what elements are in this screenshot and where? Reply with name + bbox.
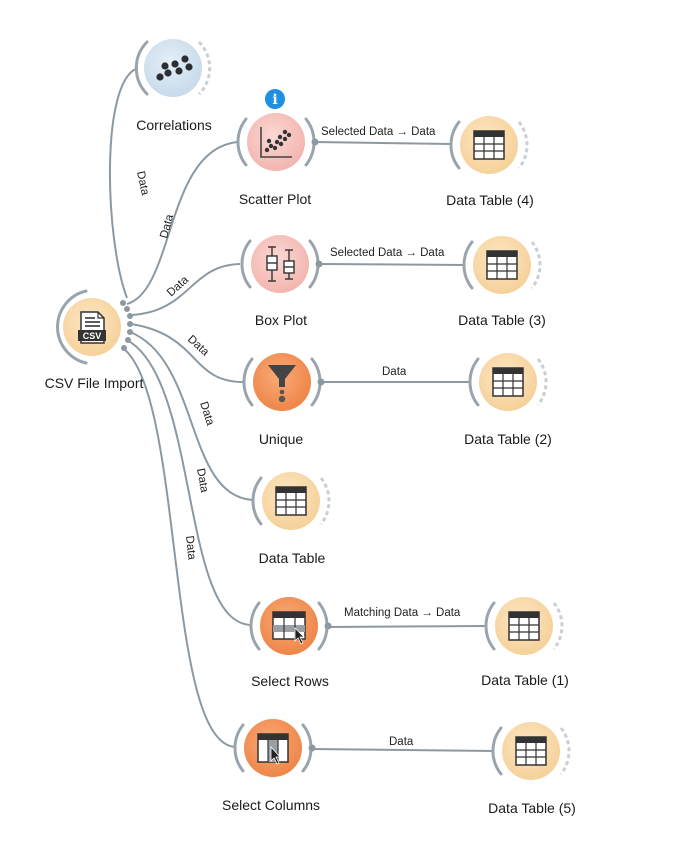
node-title-data-table[interactable]: Data Table bbox=[258, 550, 326, 566]
link-selectcols-dt5[interactable] bbox=[311, 748, 495, 752]
table-icon bbox=[508, 611, 540, 641]
node-data-table[interactable] bbox=[251, 472, 331, 530]
node-unique[interactable] bbox=[242, 353, 325, 411]
node-title-data-table-3[interactable]: Data Table (3) bbox=[458, 312, 546, 328]
node-title-data-table-4[interactable]: Data Table (4) bbox=[446, 192, 534, 208]
table-icon bbox=[486, 250, 518, 280]
link-scatter-dt4[interactable] bbox=[314, 141, 452, 145]
node-title-unique[interactable]: Unique bbox=[258, 431, 304, 447]
link-label-csv-datatable: Data bbox=[197, 400, 216, 427]
link-label-scatter-dt4: Selected Data → Data bbox=[321, 126, 436, 138]
link-label-selectcols-dt5: Data bbox=[389, 736, 414, 748]
node-title-select-rows[interactable]: Select Rows bbox=[251, 673, 329, 689]
table-icon bbox=[492, 367, 524, 397]
link-label-csv-correlations: Data bbox=[134, 170, 151, 197]
node-data-table-4[interactable] bbox=[449, 116, 529, 174]
table-icon bbox=[275, 486, 307, 516]
node-title-data-table-5[interactable]: Data Table (5) bbox=[488, 800, 576, 816]
node-correlations[interactable] bbox=[134, 39, 212, 97]
link-csv-selectrows[interactable] bbox=[126, 339, 253, 626]
node-title-data-table-2[interactable]: Data Table (2) bbox=[464, 431, 552, 447]
link-label-csv-boxplot: Data bbox=[165, 274, 192, 300]
link-csv-scatter[interactable] bbox=[126, 141, 238, 305]
node-select-rows[interactable] bbox=[249, 597, 332, 655]
box-plot-icon bbox=[266, 246, 295, 282]
svg-text:CSV: CSV bbox=[83, 331, 102, 341]
link-selectrows-dt1[interactable] bbox=[327, 625, 488, 628]
node-select-columns[interactable] bbox=[233, 719, 316, 777]
node-title-correlations[interactable]: Correlations bbox=[136, 117, 212, 133]
link-csv-datatable[interactable] bbox=[129, 331, 253, 501]
node-csv-file-import[interactable]: CSV bbox=[56, 289, 133, 365]
node-data-table-2[interactable] bbox=[468, 353, 548, 411]
node-data-table-1[interactable] bbox=[484, 597, 564, 655]
node-data-table-5[interactable] bbox=[491, 722, 571, 780]
node-title-scatter-plot[interactable]: Scatter Plot bbox=[238, 191, 312, 207]
select-columns-icon bbox=[257, 733, 289, 765]
link-csv-boxplot[interactable] bbox=[130, 263, 241, 316]
link-label-csv-unique: Data bbox=[185, 333, 212, 359]
node-title-data-table-1[interactable]: Data Table (1) bbox=[481, 672, 569, 688]
link-label-boxplot-dt3: Selected Data → Data bbox=[330, 247, 445, 259]
correlation-dots-icon bbox=[156, 55, 193, 81]
link-csv-correlations[interactable] bbox=[108, 67, 139, 299]
link-label-csv-selectcols: Data bbox=[183, 535, 198, 561]
svg-text:i: i bbox=[272, 92, 277, 108]
link-label-selectrows-dt1: Matching Data → Data bbox=[344, 607, 461, 619]
node-title-select-columns[interactable]: Select Columns bbox=[221, 797, 321, 813]
table-icon bbox=[473, 130, 505, 160]
node-data-table-3[interactable] bbox=[462, 236, 542, 294]
link-label-unique-dt2: Data bbox=[382, 366, 407, 378]
scatter-plot-icon bbox=[260, 127, 292, 158]
link-boxplot-dt3[interactable] bbox=[319, 263, 466, 266]
node-title-csv-file-import[interactable]: CSV File Import bbox=[44, 375, 144, 391]
node-scatter-plot[interactable] bbox=[236, 113, 319, 171]
node-box-plot[interactable] bbox=[240, 235, 323, 293]
link-label-csv-selectrows: Data bbox=[194, 467, 210, 494]
node-title-box-plot[interactable]: Box Plot bbox=[254, 312, 308, 328]
table-icon bbox=[515, 736, 547, 766]
link-csv-unique[interactable] bbox=[130, 323, 244, 383]
link-csv-selectcols[interactable] bbox=[123, 348, 237, 748]
csv-file-icon: CSV bbox=[78, 311, 106, 344]
select-rows-icon bbox=[272, 611, 306, 645]
funnel-icon bbox=[268, 365, 296, 403]
link-label-csv-scatter: Data bbox=[158, 213, 176, 240]
info-badge[interactable]: i bbox=[265, 89, 285, 109]
